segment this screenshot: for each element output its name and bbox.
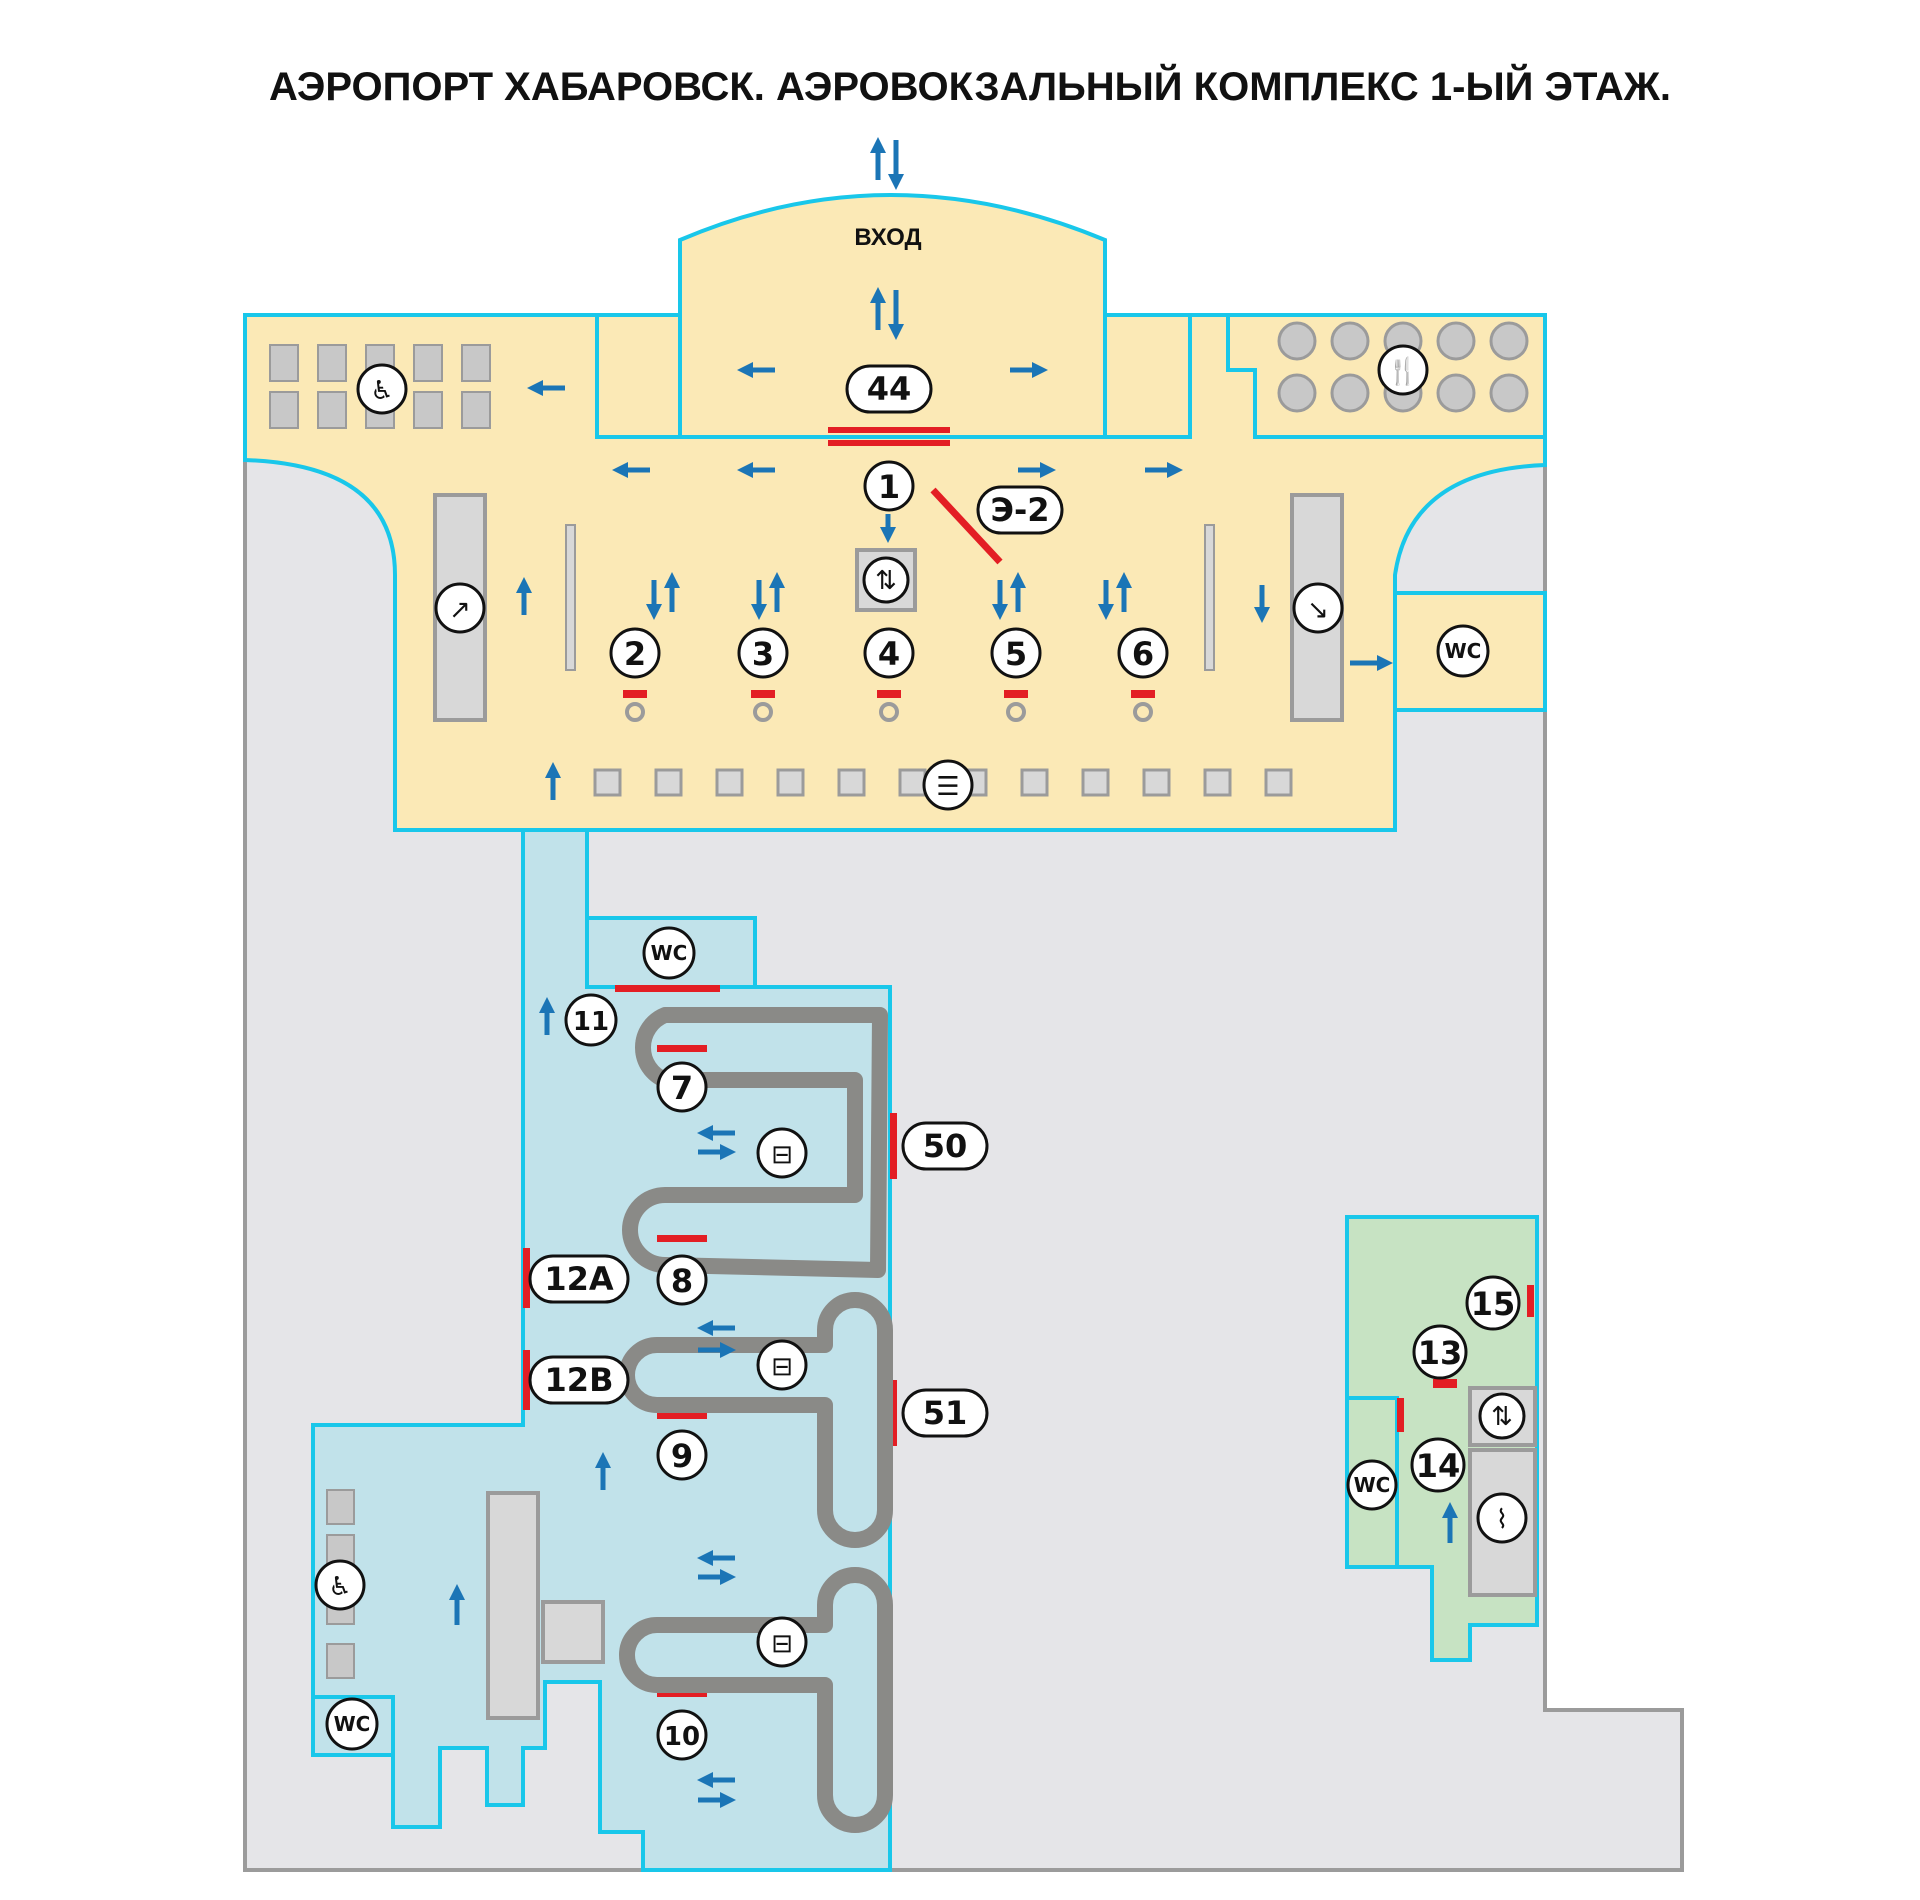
wc-icon[interactable]: WC [1436,624,1490,678]
marker-6[interactable]: 6 [1117,627,1169,679]
marker-11-label: 11 [573,1007,609,1037]
entrance-label: ВХОД [854,224,921,251]
marker-5[interactable]: 5 [990,627,1042,679]
marker-15-label: 15 [1471,1285,1516,1323]
svg-text:⌇: ⌇ [1496,1505,1509,1535]
wc-icon[interactable]: WC [1346,1459,1398,1511]
restaurant-icon: 🍴 [1377,344,1429,396]
svg-text:☰: ☰ [936,772,959,802]
escalator-up-icon: ↗ [434,582,486,634]
marker-6-label: 6 [1132,635,1154,673]
marker-11[interactable]: 11 [564,993,618,1047]
flow-arrows [448,136,1459,1809]
waiting-seat-icon: ♿ [356,363,408,415]
marker-14-label: 14 [1416,1447,1461,1485]
baggage-icon: ⊟ [756,1339,808,1391]
elevator-icon: ⇅ [862,556,910,604]
marker-51[interactable]: 51 [901,1388,989,1438]
marker-1-label: 1 [878,468,900,506]
svg-text:🍴: 🍴 [1387,356,1419,387]
svg-text:♿: ♿ [328,1572,351,1602]
svg-text:⇅: ⇅ [1491,1402,1513,1432]
marker-9-label: 9 [671,1437,693,1475]
wc-label-arrivals-bottom: WC [334,1712,371,1736]
rings-departures [625,702,1153,722]
marker-e2[interactable]: Э-2 [976,485,1064,535]
map-title: АЭРОПОРТ ХАБАРОВСК. АЭРОВОКЗАЛЬНЫЙ КОМПЛ… [269,63,1671,109]
waiting-seat-icon: ♿ [314,1559,366,1611]
marker-2-label: 2 [624,635,646,673]
wc-icon[interactable]: WC [642,926,696,980]
escalator-arrivals [486,1491,540,1720]
marker-10-label: 10 [664,1722,700,1752]
marker-10[interactable]: 10 [656,1709,708,1761]
marker-50-label: 50 [923,1127,968,1165]
marker-51-label: 51 [923,1394,968,1432]
marker-4[interactable]: 4 [863,627,915,679]
door-mark-e2 [930,487,1003,565]
marker-13-label: 13 [1418,1334,1463,1372]
marker-5-label: 5 [1005,635,1027,673]
marker-7[interactable]: 7 [656,1061,708,1113]
entrance-side-room-right [1103,313,1192,439]
baggage-icon: ⊟ [756,1616,808,1668]
elevator-icon: ⇅ [1478,1392,1526,1440]
svg-text:⊟: ⊟ [771,1352,793,1382]
escalator-down-icon: ↘ [1292,582,1344,634]
baggage-icon: ⊟ [756,1127,808,1179]
svg-text:⇅: ⇅ [875,566,897,596]
marker-1[interactable]: 1 [863,460,915,512]
marker-50[interactable]: 50 [901,1121,989,1171]
svg-text:↘: ↘ [1307,595,1329,625]
svg-text:♿: ♿ [370,376,393,406]
wc-label-arrivals-top: WC [651,941,688,965]
stairs-icon: ⌇ [1476,1492,1528,1544]
marker-13[interactable]: 13 [1412,1324,1468,1380]
partition-right [1204,524,1215,671]
marker-15[interactable]: 15 [1465,1275,1521,1331]
svg-text:⊟: ⊟ [771,1629,793,1659]
entrance-side-room-left [595,313,682,439]
check-in-icon: ☰ [922,759,974,811]
marker-12b-label: 12В [545,1361,614,1399]
marker-3-label: 3 [752,635,774,673]
marker-e2-label: Э-2 [990,491,1049,529]
marker-12b[interactable]: 12В [528,1355,630,1405]
wc-label-departures: WC [1445,639,1482,663]
marker-8-label: 8 [671,1262,693,1300]
marker-12a-label: 12А [544,1260,614,1298]
platform-arrivals [541,1600,605,1664]
wc-icon[interactable]: WC [325,1697,379,1751]
marker-2[interactable]: 2 [609,627,661,679]
marker-8[interactable]: 8 [656,1254,708,1306]
door-marks [523,427,1534,1697]
marker-3[interactable]: 3 [737,627,789,679]
marker-44-label: 44 [867,370,912,408]
check-in-counters [593,768,1293,797]
marker-9[interactable]: 9 [656,1429,708,1481]
svg-text:↗: ↗ [449,595,471,625]
svg-text:⊟: ⊟ [771,1140,793,1170]
marker-14[interactable]: 14 [1410,1437,1466,1493]
seat-rows-top-left [269,344,491,429]
partition-left [565,524,576,671]
entrance-hall [678,193,1107,439]
marker-7-label: 7 [671,1069,693,1107]
wc-label-green: WC [1354,1473,1391,1497]
marker-4-label: 4 [878,635,900,673]
marker-12a[interactable]: 12А [528,1254,630,1304]
marker-44[interactable]: 44 [845,364,933,414]
